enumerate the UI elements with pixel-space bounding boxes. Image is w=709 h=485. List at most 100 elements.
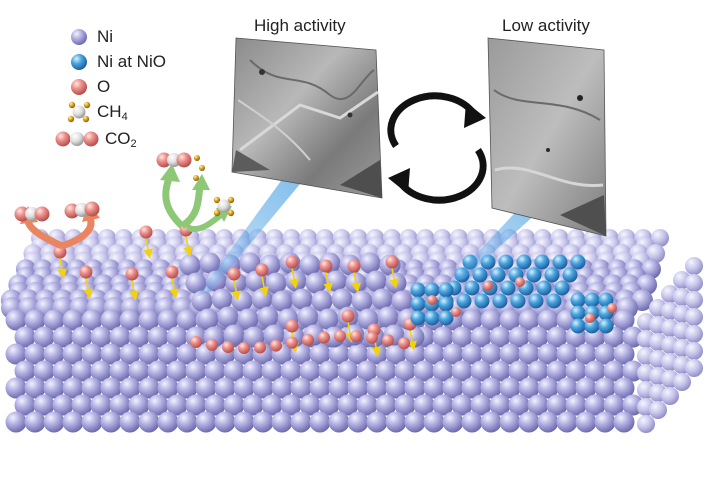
ni-atom — [81, 411, 103, 433]
ni-atom — [24, 309, 46, 331]
ni-at-nio-atom — [584, 292, 600, 308]
ni-atom — [199, 252, 221, 274]
oxygen-atom — [334, 330, 346, 343]
ni-atom — [594, 343, 616, 365]
ni-atom — [489, 394, 511, 416]
oxygen-atom — [222, 341, 234, 353]
ni-atom — [299, 360, 321, 382]
ni-atom — [280, 394, 302, 416]
h-atom — [194, 155, 200, 161]
ni-atom — [204, 394, 226, 416]
ni-atom — [195, 377, 217, 399]
ni-atom — [242, 394, 264, 416]
ni-atom — [239, 252, 261, 274]
ni-at-nio-atom — [424, 282, 440, 298]
ni-atom — [480, 377, 502, 399]
ni-atom — [404, 411, 426, 433]
ni-atom — [157, 343, 179, 365]
ni-atom — [461, 377, 483, 399]
ni-atom — [546, 360, 568, 382]
ni-atom — [347, 377, 369, 399]
ni-atom — [391, 290, 413, 312]
oxygen-atom — [302, 333, 314, 346]
ni-atom — [90, 326, 112, 348]
ni-atom — [52, 326, 74, 348]
ni-atom — [309, 343, 331, 365]
ni-atom — [518, 343, 540, 365]
ni-atom — [356, 394, 378, 416]
ch4-oxidation-arrows — [160, 164, 232, 232]
ni-atom — [537, 343, 559, 365]
ni-atom — [297, 306, 319, 328]
h-atom — [193, 175, 199, 181]
oxygen-atom — [286, 336, 298, 349]
ni-at-nio-atom — [526, 267, 542, 283]
ni-atom — [442, 343, 464, 365]
nio-oxygen-atom — [585, 313, 595, 323]
ni-atom — [128, 394, 150, 416]
ni-at-nio-atom — [528, 293, 544, 309]
ni-atom — [685, 274, 703, 292]
ni-atom — [71, 326, 93, 348]
legend-ni-nio-symbol — [71, 54, 87, 70]
ni-atom — [211, 288, 233, 310]
ni-atom — [271, 377, 293, 399]
ni-atom — [556, 411, 578, 433]
co2-oxygen-atom — [156, 152, 172, 168]
ni-at-nio-atom — [570, 318, 586, 334]
oxygen-atom — [238, 342, 250, 354]
ni-atom — [508, 394, 530, 416]
ni-at-nio-atom — [570, 305, 586, 321]
ni-atom — [385, 272, 407, 294]
oxygen-migration-arrow — [143, 237, 153, 259]
ni-atom — [147, 394, 169, 416]
ni-atom — [685, 308, 703, 326]
oxygen-migration-arrow — [183, 235, 193, 257]
ni-atom — [43, 343, 65, 365]
nio-oxygen-atom — [607, 303, 617, 313]
ni-atom — [489, 326, 511, 348]
ni-atom — [261, 360, 283, 382]
ni-atom — [328, 377, 350, 399]
ni-atom — [556, 343, 578, 365]
panel-title-low-activity: Low activity — [502, 16, 590, 35]
ni-atom — [385, 411, 407, 433]
ni-atom — [217, 306, 239, 328]
ni-atom — [527, 360, 549, 382]
ni-atom — [14, 360, 36, 382]
ni-atom — [651, 229, 669, 247]
nio-clusters — [410, 254, 617, 334]
oxygen-migration-arrow — [389, 267, 399, 289]
ni-atom — [138, 343, 160, 365]
oxygen-atom — [165, 265, 179, 279]
ni-atom — [157, 377, 179, 399]
ni-atom — [166, 326, 188, 348]
ni-atom — [537, 377, 559, 399]
oxygen-atom — [398, 337, 410, 350]
oxygen-atom — [206, 338, 218, 351]
ni-atom — [413, 360, 435, 382]
oxygen-migration-arrow — [259, 275, 269, 297]
ni-atom — [185, 360, 207, 382]
ni-atom — [109, 360, 131, 382]
oxygen-migration-arrow — [57, 257, 67, 279]
ni-atom — [318, 394, 340, 416]
ni-atom — [404, 377, 426, 399]
ni-atom — [385, 377, 407, 399]
nio-oxygen-atom — [515, 277, 525, 287]
ni-atom — [251, 288, 273, 310]
oxygen-atom — [366, 331, 378, 344]
ni-atom — [100, 377, 122, 399]
ni-atom — [257, 306, 279, 328]
gas-molecules — [14, 152, 235, 222]
ni-at-nio-atom — [534, 254, 550, 270]
ni-atom — [285, 270, 307, 292]
ni-atom — [423, 343, 445, 365]
ni-atom — [451, 394, 473, 416]
ni-atom — [290, 411, 312, 433]
ni-atom — [527, 326, 549, 348]
ni-atom — [451, 360, 473, 382]
ni-atom — [537, 309, 559, 331]
ni-atom — [480, 309, 502, 331]
oxygen-migration-arrow — [231, 279, 241, 301]
